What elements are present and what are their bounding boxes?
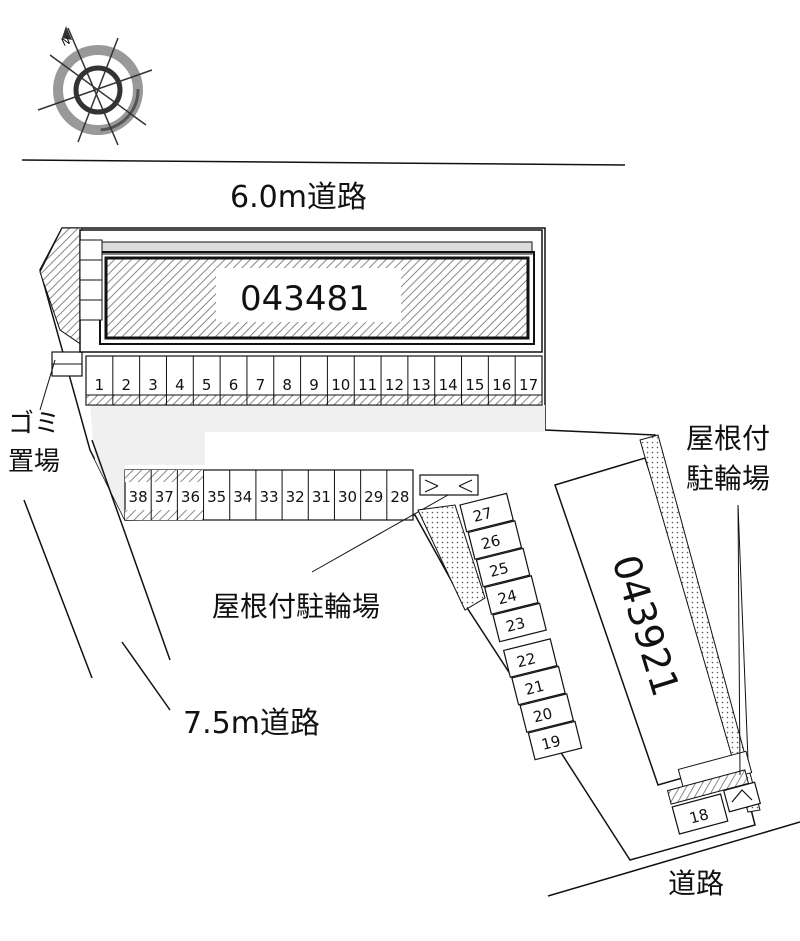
main-building-label: 043481 [240,279,370,319]
parking-slot-label: 16 [492,376,511,394]
left-road-line-1 [23,499,93,679]
parking-slot: 25 [475,547,531,588]
parking-slot-label: 1 [95,376,105,394]
parking-slot-label: 11 [358,376,377,394]
parking-slot-label: 12 [385,376,404,394]
parking-slot-label: 4 [175,376,185,394]
parking-slot-label: 8 [282,376,292,394]
parking-slot-label: 23 [504,614,527,636]
parking-slot-label: 2 [121,376,131,394]
west-wall [39,227,83,346]
bicycle-shelter-center [419,474,479,496]
parking-slot-label: 15 [465,376,484,394]
bicycle-shelter-center-label: 屋根付駐輪場 [212,590,380,623]
parking-slot-label: 13 [412,376,431,394]
parking-slot-label: 24 [496,586,519,608]
parking-slot-label: 9 [309,376,319,394]
parking-slot: 21 [511,665,566,706]
bottom-road-line [547,821,800,897]
parking-row-diagonal: 27 26 25 24 23 22 21 20 19 [459,492,583,761]
parking-slot-label: 35 [207,488,226,506]
parking-slot-label: 27 [471,504,494,526]
parking-row-middle: 38 37 36 35 34 33 32 31 30 29 28 [124,469,414,521]
top-road-line [21,159,626,166]
planting-strip [417,504,486,611]
parking-slot-label: 29 [364,488,383,506]
parking-slot-label: 6 [229,376,239,394]
parking-slot-label: 34 [233,488,252,506]
bicycle-shelter-right-label-line1: 屋根付 [686,422,770,455]
left-road-line-2 [121,641,171,711]
lot-left-edge [91,439,171,661]
parking-slot-label: 14 [439,376,458,394]
parking-slot-label: 20 [531,704,554,726]
parking-slot: 19 [527,720,583,761]
driveway [90,405,545,520]
compass-icon: N [37,26,153,146]
garbage-label-line2: 置場 [8,447,60,477]
parking-slot-label: 26 [479,531,502,553]
left-road-label: 7.5m道路 [183,706,320,741]
parking-slot-label: 30 [338,488,357,506]
parking-slot: 24 [484,575,539,615]
parking-slot-label: 36 [181,488,200,506]
parking-slot-label: 33 [259,488,278,506]
parking-slot-label: 7 [256,376,266,394]
parking-slot-label: 19 [540,732,563,754]
parking-slot-label: 28 [390,488,409,506]
parking-slot-label: 38 [129,488,148,506]
compass-north-label: N [59,34,72,49]
bicycle-shelter-right-label-line2: 駐輪場 [686,462,770,495]
garbage-box [51,351,83,377]
parking-slot: 26 [467,520,523,560]
parking-slot-label: 22 [515,649,538,671]
parking-slot: 22 [502,638,558,678]
parking-slot-label: 3 [148,376,158,394]
top-road-label: 6.0m道路 [230,180,367,215]
parking-slot: 23 [492,602,547,643]
parking-slot-label: 32 [286,488,305,506]
main-building: 043481 [79,229,543,353]
parking-slot-label: 37 [155,488,174,506]
parking-slot: 20 [519,693,575,733]
parking-slot-label: 17 [519,376,538,394]
parking-slot-label: 25 [488,559,511,581]
parking-slot-label: 21 [523,677,546,699]
parking-slot: 27 [459,492,514,533]
garbage-label-line1: ゴミ [8,409,60,439]
bottom-right-area: 18 [666,750,762,835]
parking-slot-label: 10 [331,376,350,394]
parking-slot-label: 5 [202,376,212,394]
bottom-road-label: 道路 [668,867,724,900]
parking-slot-18-label: 18 [688,805,711,827]
parking-slot-label: 31 [312,488,331,506]
